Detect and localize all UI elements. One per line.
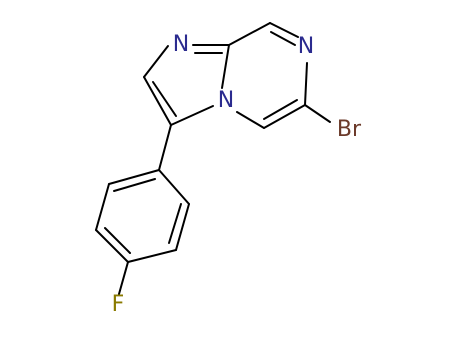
atom-n-imidazole: N (173, 32, 189, 57)
bond-c2-c3-inner (152, 81, 177, 117)
bond-ph3-ph4 (95, 229, 129, 263)
bond-ph2-ph3 (95, 183, 110, 231)
atom-n-pyrazine: N (298, 34, 314, 59)
bond-ph5-ph6 (175, 203, 190, 251)
bond-n4-c8a (221, 44, 230, 89)
bond-c6-c5-inner (263, 99, 298, 120)
bond-ph3-ph4-inner (104, 227, 131, 254)
atom-n-bridge: N (218, 88, 234, 113)
bond-ph5-ph6-inner (168, 203, 182, 244)
bond-c8-n7-inner (270, 31, 296, 46)
bond-ph1-ph2 (108, 169, 160, 185)
bond-c6-br (304, 104, 331, 123)
bond-c5-n4 (236, 111, 265, 129)
bond-c3-n4 (170, 105, 214, 126)
atom-fluorine: F (112, 292, 125, 317)
bond-c2-c3 (143, 76, 172, 126)
bond-ph1-ph2-inner (113, 178, 156, 192)
bond-ph4-ph5 (127, 249, 177, 263)
bond-n7-c6 (304, 62, 308, 106)
bond-ph6-ph1 (158, 169, 190, 205)
atom-bromine: Br (337, 117, 362, 142)
bond-c8-n7 (269, 22, 299, 38)
bond-c3-phenyl (158, 124, 172, 171)
bond-n1-c2 (143, 45, 169, 78)
bond-c8a-c8 (228, 22, 271, 46)
bond-c6-c5 (263, 104, 306, 129)
atom-labels: N N N Br F (112, 32, 362, 317)
bonds (95, 22, 331, 295)
bond-ph4-f (118, 261, 129, 295)
